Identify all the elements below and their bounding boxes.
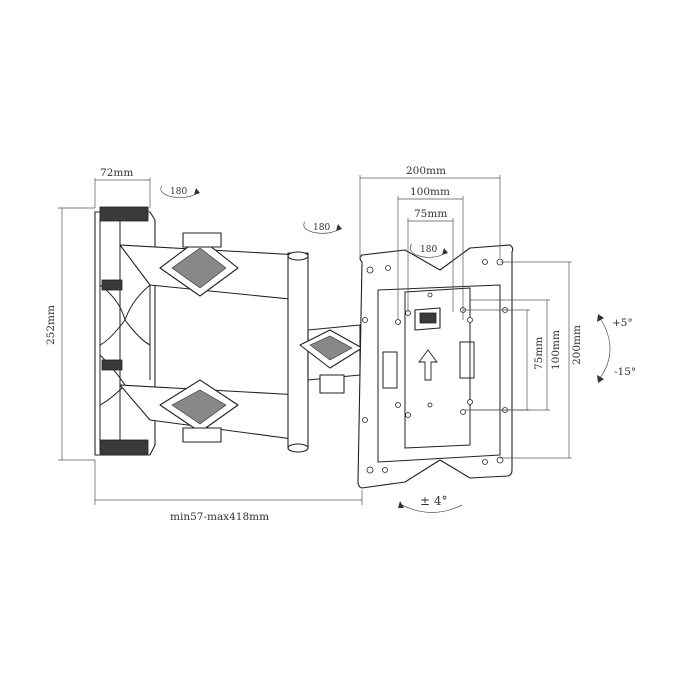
tilt-up-label: +5° — [612, 317, 633, 329]
rotation-wall-label: 180 — [170, 187, 187, 197]
level-arrow-icon — [401, 504, 463, 513]
rotate-arrow-icon — [160, 185, 199, 198]
wall-plate-top-cap — [99, 206, 149, 222]
wall-plate — [94, 206, 156, 456]
up-arrow-icon — [418, 349, 438, 381]
dimension-lines — [58, 175, 572, 505]
arm-pivot-column — [287, 252, 309, 449]
vesa-slot-right — [459, 341, 475, 379]
dim-extension-label: min57-max418mm — [170, 511, 269, 523]
vesa-slot-left — [382, 351, 398, 389]
dim-75mm-v-label: 75mm — [533, 337, 545, 370]
vesa-plate — [357, 244, 514, 489]
dim-200mm-h-label: 200mm — [406, 165, 446, 177]
dim-75mm-h-label: 75mm — [414, 208, 447, 220]
tilt-arrow-icon — [599, 317, 611, 379]
dim-200mm-v-label: 200mm — [571, 325, 583, 365]
labels: 72mm 252mm min57-max418mm 200mm 100mm 75… — [45, 165, 636, 523]
dim-252mm-label: 252mm — [45, 305, 57, 345]
dim-72mm-label: 72mm — [100, 167, 133, 179]
rotation-indicators — [160, 185, 611, 513]
dim-100mm-v-label: 100mm — [550, 330, 562, 370]
wall-plate-bottom-cap — [99, 439, 149, 455]
rotation-arm-label: 180 — [313, 223, 330, 233]
rotate-arrow-icon — [409, 243, 447, 258]
rotation-plate-label: 180 — [420, 245, 437, 255]
tilt-down-label: -15° — [614, 366, 636, 378]
level-adjust-label: ± 4° — [420, 494, 448, 508]
swing-arms — [119, 232, 363, 453]
dim-100mm-h-label: 100mm — [410, 186, 450, 198]
rotate-arrow-icon — [303, 221, 341, 234]
